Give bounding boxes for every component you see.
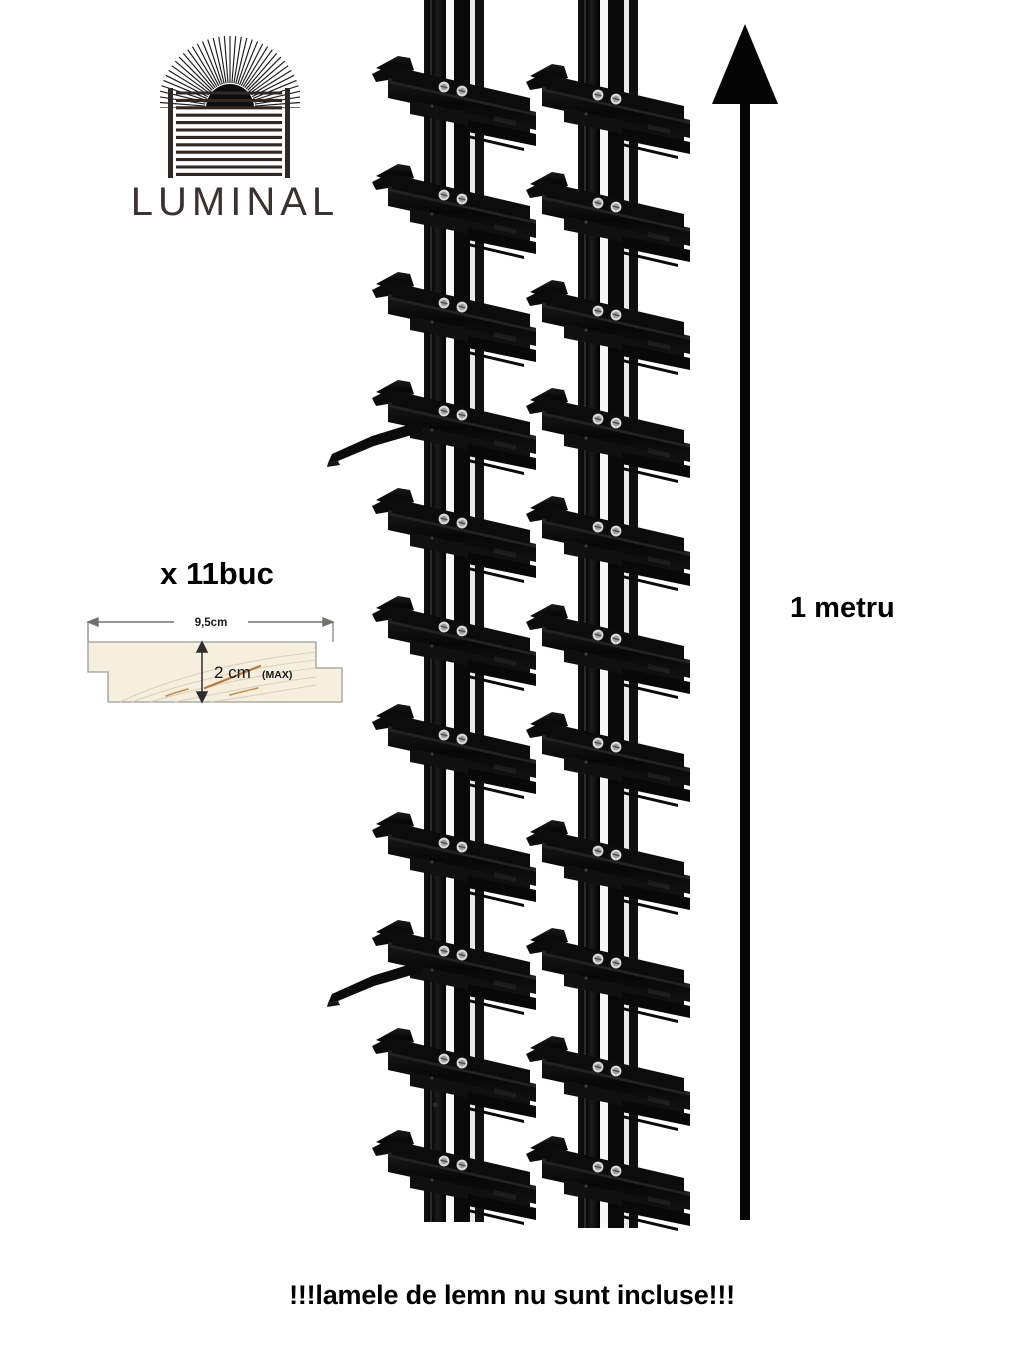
wood-cross-section xyxy=(87,641,343,703)
width-value-label: 9,5cm xyxy=(195,617,228,629)
brand-logo: LUMINAL xyxy=(120,30,350,225)
bracket-rail-assembly xyxy=(327,0,691,1232)
height-label: 1 metru xyxy=(790,592,895,624)
thickness-value-label: 2 cm xyxy=(214,663,251,682)
logo-mark xyxy=(160,30,300,178)
brand-wordmark: LUMINAL xyxy=(130,180,340,224)
slatted-gate-icon xyxy=(168,88,290,178)
wood-profile-diagram: 9,5cm xyxy=(86,616,343,704)
width-dimension xyxy=(86,616,335,642)
protruding-arm-upper xyxy=(327,420,424,467)
slat-quantity-label: x 11buc xyxy=(160,556,274,591)
rail-right xyxy=(525,0,691,1232)
thickness-dimension xyxy=(195,640,209,704)
protruding-arm-lower xyxy=(327,960,424,1007)
wood-slat-spec: x 11buc 9,5cm xyxy=(72,556,362,716)
disclaimer-note: !!!lamele de lemn nu sunt incluse!!! xyxy=(289,1280,735,1310)
thickness-qualifier-label: (MAX) xyxy=(262,669,292,681)
height-indicator-arrow xyxy=(712,24,778,1220)
rail-left xyxy=(327,0,537,1226)
